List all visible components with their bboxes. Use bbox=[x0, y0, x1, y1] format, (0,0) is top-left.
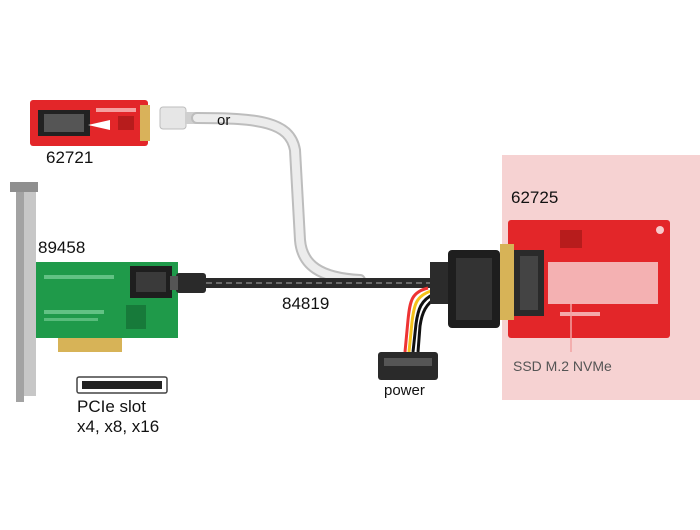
pcie-slot-sizes: x4, x8, x16 bbox=[77, 417, 160, 436]
pcie-card bbox=[36, 262, 178, 352]
card-89458-label: 89458 bbox=[38, 238, 86, 257]
power-cable bbox=[378, 286, 438, 380]
pcie-slot bbox=[76, 376, 168, 394]
pcie-slot-label: PCIe slot bbox=[77, 397, 146, 416]
or-label: or bbox=[217, 112, 231, 129]
black-cable bbox=[170, 273, 430, 293]
ssd-label: SSD M.2 NVMe bbox=[513, 358, 612, 374]
cable-84819-label: 84819 bbox=[282, 294, 330, 313]
adapter-62721-label: 62721 bbox=[46, 148, 94, 167]
adapter-62725-label: 62725 bbox=[511, 188, 559, 207]
power-label: power bbox=[384, 382, 425, 399]
u2-adapter-board bbox=[500, 220, 670, 352]
light-cable bbox=[159, 106, 366, 286]
pcie-bracket bbox=[10, 182, 38, 402]
m2-adapter-board bbox=[30, 100, 150, 146]
u2-connector bbox=[430, 250, 500, 328]
